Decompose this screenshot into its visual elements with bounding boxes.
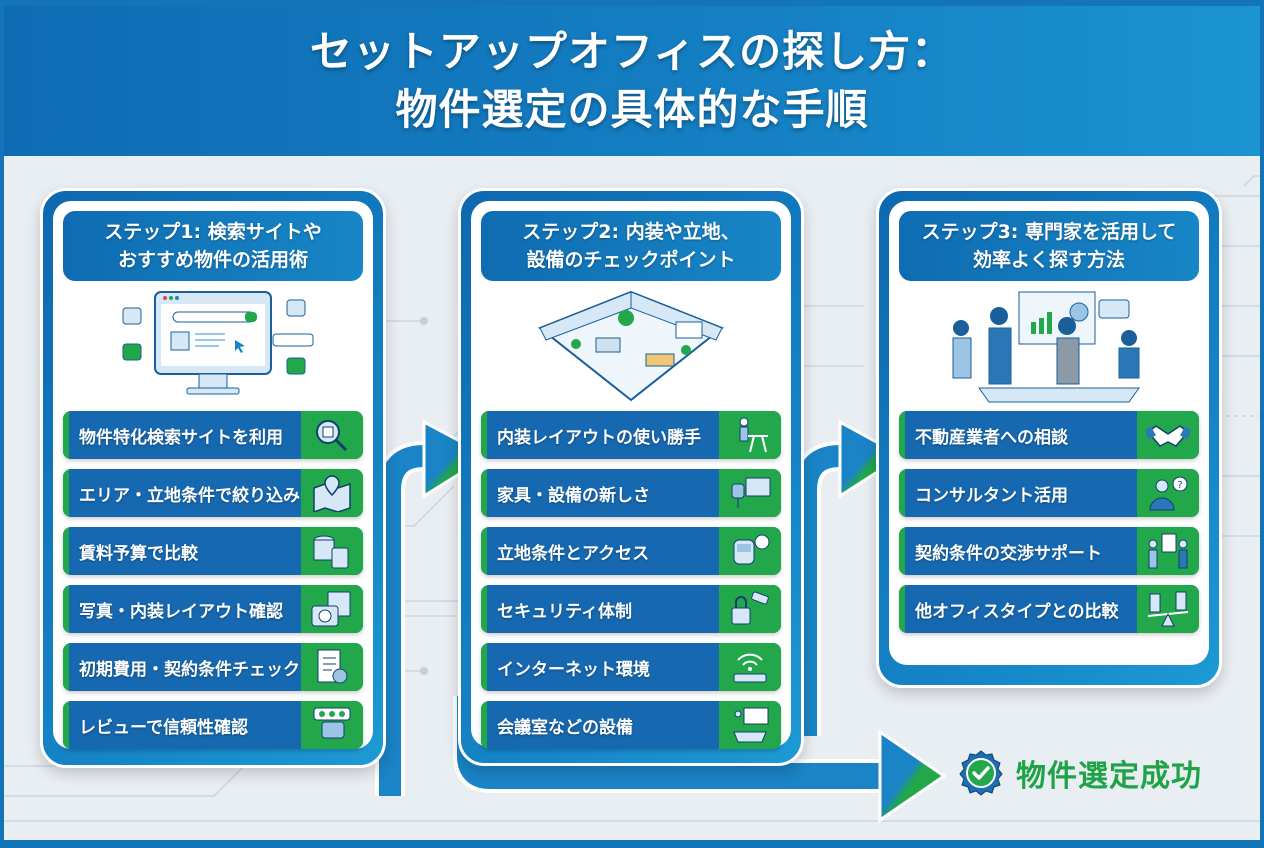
step-2-item-security[interactable]: セキュリティ体制 — [481, 585, 781, 633]
isometric-office-illustration — [471, 281, 791, 411]
handshake-icon — [1137, 411, 1199, 459]
meeting-room-icon — [719, 701, 781, 749]
step-1-card: ステップ1: 検索サイトや おすすめ物件の活用術 — [40, 188, 386, 768]
step-3-header: ステップ3: 専門家を活用して 効率よく探す方法 — [899, 211, 1199, 281]
step-1-title-line-2: おすすめ物件の活用術 — [117, 249, 308, 271]
step-1-item-reviews[interactable]: レビューで信頼性確認 — [63, 701, 363, 749]
map-pin-icon — [301, 469, 363, 517]
step-2-title-line-2: 設備のチェックポイント — [526, 249, 736, 271]
negotiation-document-icon — [1137, 527, 1199, 575]
page-title-line-2: 物件選定の具体的な手順 — [395, 85, 869, 134]
step-1-item-rent-budget[interactable]: 賃料予算で比較 — [63, 527, 363, 575]
step-3-title-line-1: ステップ3: 専門家を活用して — [921, 221, 1177, 243]
step-2-item-furniture[interactable]: 家具・設備の新しさ — [481, 469, 781, 517]
step-1-item-search-sites[interactable]: 物件特化検索サイトを利用 — [63, 411, 363, 459]
step-3-card: ステップ3: 専門家を活用して 効率よく探す方法 — [876, 188, 1222, 688]
step-2-card: ステップ2: 内装や立地、 設備のチェックポイント — [458, 188, 804, 766]
page-title-line-1: セットアップオフィスの探し方： — [309, 27, 955, 76]
balance-buildings-icon — [1137, 585, 1199, 633]
result-label: 物件選定成功 — [1016, 759, 1202, 794]
step-2-item-location-access[interactable]: 立地条件とアクセス — [481, 527, 781, 575]
step-1-item-initial-cost[interactable]: 初期費用・契約条件チェック — [63, 643, 363, 691]
checklist-icon — [301, 643, 363, 691]
wifi-router-icon — [719, 643, 781, 691]
step-1-item-photos-layout[interactable]: 写真・内装レイアウト確認 — [63, 585, 363, 633]
header-banner: セットアップオフィスの探し方： 物件選定の具体的な手順 — [4, 6, 1260, 156]
lock-camera-icon — [719, 585, 781, 633]
step-2-title-line-1: ステップ2: 内装や立地、 — [522, 221, 740, 243]
step-3-item-compare-types[interactable]: 他オフィスタイプとの比較 — [899, 585, 1199, 633]
step-3-item-realtor[interactable]: 不動産業者への相談 — [899, 411, 1199, 459]
step-2-header: ステップ2: 内装や立地、 設備のチェックポイント — [481, 211, 781, 281]
step-1-item-area-filter[interactable]: エリア・立地条件で絞り込み — [63, 469, 363, 517]
building-search-icon — [301, 411, 363, 459]
desk-worker-icon — [719, 411, 781, 459]
step-1-title-line-1: ステップ1: 検索サイトや — [104, 221, 322, 243]
step-3-item-negotiation[interactable]: 契約条件の交渉サポート — [899, 527, 1199, 575]
step-3-item-consultant[interactable]: コンサルタント活用 ? — [899, 469, 1199, 517]
camera-floorplan-icon — [301, 585, 363, 633]
step-2-item-meeting-room[interactable]: 会議室などの設備 — [481, 701, 781, 749]
train-clock-icon — [719, 527, 781, 575]
diagram-canvas: ステップ1: 検索サイトや おすすめ物件の活用術 — [4, 156, 1260, 840]
step-3-title-line-2: 効率よく探す方法 — [972, 249, 1125, 271]
step-2-item-internet[interactable]: インターネット環境 — [481, 643, 781, 691]
star-review-icon — [301, 701, 363, 749]
coins-calculator-icon — [301, 527, 363, 575]
check-badge-icon — [959, 750, 1003, 796]
svg-text:?: ? — [1177, 480, 1182, 491]
consultant-question-icon: ? — [1137, 469, 1199, 517]
chair-monitor-icon — [719, 469, 781, 517]
business-handshake-illustration — [889, 281, 1209, 411]
result-success: 物件選定成功 — [958, 750, 1202, 796]
computer-search-illustration — [53, 281, 373, 411]
step-1-header: ステップ1: 検索サイトや おすすめ物件の活用術 — [63, 211, 363, 281]
step-2-item-interior-layout[interactable]: 内装レイアウトの使い勝手 — [481, 411, 781, 459]
